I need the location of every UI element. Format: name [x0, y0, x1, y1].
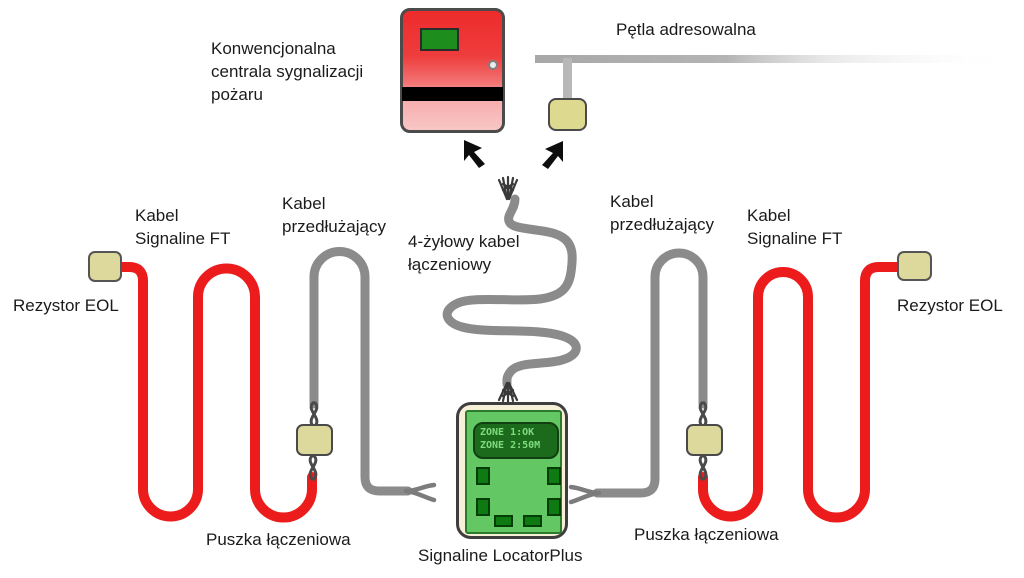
panel-knob — [488, 60, 498, 70]
label-eol-left: Rezystor EOL — [13, 296, 119, 315]
lcd-line-2: ZONE 2:50M — [480, 440, 541, 451]
eol-resistor-left — [88, 251, 122, 282]
loop-module — [548, 98, 587, 131]
locator-lcd-screen: ZONE 1:OK ZONE 2:50M — [473, 422, 559, 459]
panel-stripe — [402, 87, 503, 101]
twist-left-bottom — [308, 453, 318, 482]
label-signaline-right: Kabel Signaline FT — [747, 206, 843, 248]
label-extension-left: Kabel przedłużający — [282, 194, 386, 236]
signaline-cable-right — [698, 262, 902, 523]
fork-right — [568, 484, 602, 505]
signaline-cable-left — [115, 262, 317, 523]
fork-left — [403, 482, 437, 503]
arrow-to-panel — [464, 140, 485, 168]
locator-button-bottom-1[interactable] — [494, 515, 513, 527]
cable-fray-top — [497, 175, 519, 201]
locator-button-left-1[interactable] — [476, 467, 490, 485]
locator-button-right-2[interactable] — [547, 498, 561, 516]
label-junction-right: Puszka łączeniowa — [634, 525, 779, 544]
lcd-line-1: ZONE 1:OK — [480, 427, 535, 438]
eol-resistor-right — [897, 251, 932, 281]
fire-panel — [400, 8, 505, 133]
extension-cable-left — [309, 247, 413, 496]
addressable-loop-line — [535, 55, 1015, 63]
label-signaline-left: Kabel Signaline FT — [135, 206, 231, 248]
extension-cable-right — [592, 248, 708, 498]
junction-box-right — [686, 424, 723, 456]
loop-module-drop-wire — [563, 58, 572, 100]
locator-button-bottom-2[interactable] — [523, 515, 542, 527]
locator-device: ZONE 1:OK ZONE 2:50M — [456, 402, 568, 539]
label-locator: Signaline LocatorPlus — [418, 546, 583, 565]
label-eol-right: Rezystor EOL — [897, 296, 1003, 315]
locator-button-right-1[interactable] — [547, 467, 561, 485]
junction-box-left — [296, 424, 333, 456]
panel-display — [420, 28, 459, 51]
twist-right-bottom — [698, 453, 708, 482]
connection-cable — [442, 194, 581, 389]
arrow-to-loop — [542, 141, 563, 169]
label-junction-left: Puszka łączeniowa — [206, 530, 351, 549]
label-extension-right: Kabel przedłużający — [610, 192, 714, 234]
label-addressable-loop: Pętla adresowalna — [616, 20, 756, 39]
label-fire-panel: Konwencjonalna centrala sygnalizacji poż… — [211, 39, 364, 104]
locator-faceplate: ZONE 1:OK ZONE 2:50M — [465, 410, 562, 534]
cable-fray-bottom — [497, 381, 519, 404]
locator-button-left-2[interactable] — [476, 498, 490, 516]
label-connection-cable: 4-żyłowy kabel łączeniowy — [408, 232, 520, 274]
